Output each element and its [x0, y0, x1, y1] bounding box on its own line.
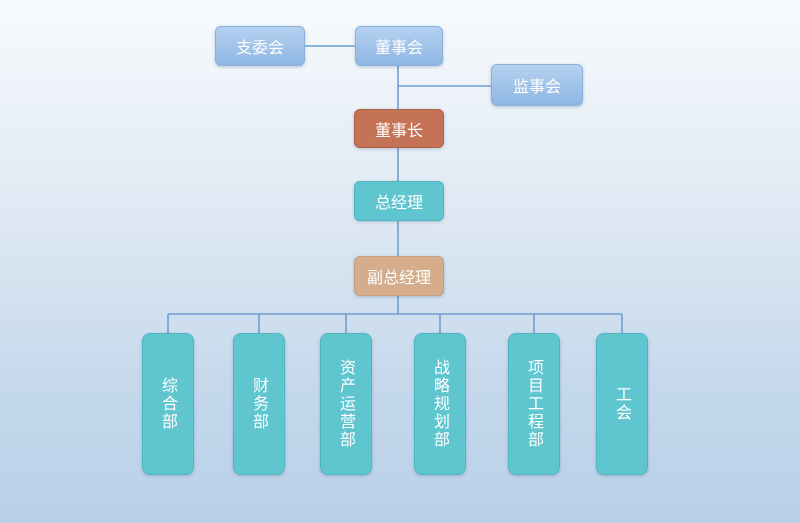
- dept-labor-union: 工会: [596, 333, 648, 475]
- board-label: 董事会: [374, 38, 423, 57]
- dept-label: 工会: [613, 386, 632, 422]
- branch-committee-label: 支委会: [235, 38, 284, 57]
- dept-label: 综合部: [159, 377, 178, 431]
- dept-asset-operations: 资产运营部: [320, 333, 372, 475]
- deputy-gm-box: 副总经理: [354, 256, 444, 296]
- chairman-label: 董事长: [374, 120, 423, 140]
- chairman-box: 董事长: [354, 109, 444, 148]
- branch-committee-box: 支委会: [215, 26, 305, 66]
- board-box: 董事会: [355, 26, 443, 66]
- dept-label: 资产运营部: [337, 359, 356, 449]
- dept-general-affairs: 综合部: [142, 333, 194, 475]
- dept-strategic-planning: 战略规划部: [414, 333, 466, 475]
- general-manager-box: 总经理: [354, 181, 444, 221]
- dept-label: 财务部: [250, 377, 269, 431]
- dept-label: 战略规划部: [431, 359, 450, 449]
- supervisory-board-label: 监事会: [512, 77, 561, 96]
- general-manager-label: 总经理: [374, 193, 423, 212]
- dept-project-engineering: 项目工程部: [508, 333, 560, 475]
- supervisory-board-box: 监事会: [491, 64, 583, 106]
- dept-finance: 财务部: [233, 333, 285, 475]
- dept-label: 项目工程部: [525, 359, 544, 449]
- deputy-gm-label: 副总经理: [366, 268, 431, 287]
